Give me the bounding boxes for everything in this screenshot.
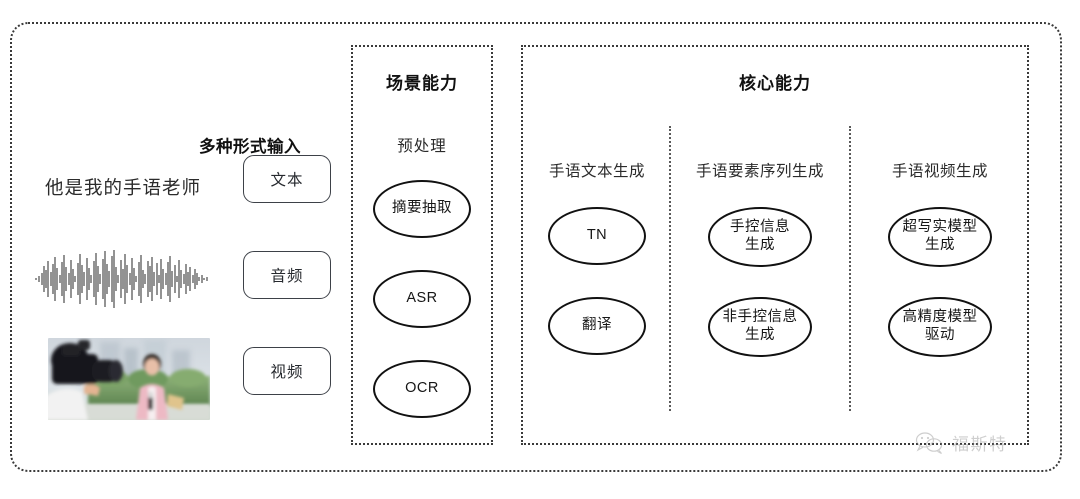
scene-capability-panel: 场景能力 预处理 摘要抽取 ASR OCR bbox=[351, 45, 493, 445]
node-tn-line1: TN bbox=[586, 227, 608, 244]
node-high-precision-model-driving[interactable]: 高精度模型 驱动 bbox=[888, 297, 992, 357]
core-column-divider-2 bbox=[849, 126, 851, 411]
watermark-text: 福斯特 bbox=[952, 435, 1008, 454]
input-section: 多种形式输入 他是我的手语老师 文本 bbox=[18, 30, 338, 460]
wechat-icon bbox=[915, 431, 943, 454]
node-tn[interactable]: TN bbox=[548, 207, 646, 265]
input-section-heading: 多种形式输入 bbox=[199, 138, 301, 156]
core-column-divider-1 bbox=[669, 126, 671, 411]
core-panel-title: 核心能力 bbox=[739, 74, 811, 93]
input-row-audio: 音频 bbox=[18, 244, 338, 344]
waveform-svg bbox=[35, 250, 208, 308]
input-row-video: 视频 bbox=[18, 338, 338, 440]
core-column-3-heading: 手语视频生成 bbox=[891, 163, 988, 180]
node-high-precision-line2: 驱动 bbox=[925, 327, 955, 343]
node-photorealistic-model-generation[interactable]: 超写实模型 生成 bbox=[888, 207, 992, 267]
input-button-text[interactable]: 文本 bbox=[243, 155, 331, 203]
node-summary-extraction[interactable]: 摘要抽取 bbox=[373, 180, 471, 238]
node-photorealistic-line2: 生成 bbox=[925, 237, 955, 253]
sample-text-sentence: 他是我的手语老师 bbox=[44, 177, 201, 198]
node-non-manual-signal-line1: 非手控信息 bbox=[722, 309, 798, 326]
core-column-sign-element-sequence-generation: 手语要素序列生成 手控信息 生成 非手控信息 生成 bbox=[671, 47, 849, 443]
node-manual-signal-line2: 生成 bbox=[745, 237, 775, 253]
core-capability-panel: 核心能力 手语文本生成 TN 翻译 手语要素序列生成 手控信息 生成 bbox=[521, 45, 1029, 445]
scene-subheading-preprocess: 预处理 bbox=[397, 138, 447, 155]
video-thumbnail bbox=[48, 338, 210, 420]
core-column-1-heading: 手语文本生成 bbox=[548, 163, 645, 180]
node-non-manual-signal-line2: 生成 bbox=[745, 327, 775, 343]
core-column-sign-video-generation: 手语视频生成 超写实模型 生成 高精度模型 驱动 bbox=[851, 47, 1029, 443]
node-asr[interactable]: ASR bbox=[373, 270, 471, 328]
node-ocr[interactable]: OCR bbox=[373, 360, 471, 418]
node-manual-signal-line1: 手控信息 bbox=[730, 219, 790, 236]
core-column-2-heading: 手语要素序列生成 bbox=[695, 163, 824, 180]
node-translation[interactable]: 翻译 bbox=[548, 297, 646, 355]
input-row-text: 他是我的手语老师 文本 bbox=[18, 148, 338, 248]
node-manual-signal-generation[interactable]: 手控信息 生成 bbox=[708, 207, 812, 267]
outer-frame bbox=[10, 22, 1062, 472]
watermark: 福斯特 bbox=[915, 430, 1008, 455]
input-button-video[interactable]: 视频 bbox=[243, 347, 331, 395]
node-translation-line1: 翻译 bbox=[582, 317, 612, 334]
node-high-precision-line1: 高精度模型 bbox=[902, 309, 978, 326]
node-non-manual-signal-generation[interactable]: 非手控信息 生成 bbox=[708, 297, 812, 357]
core-column-sign-text-generation: 手语文本生成 TN 翻译 bbox=[525, 47, 669, 443]
input-button-audio[interactable]: 音频 bbox=[243, 251, 331, 299]
video-thumbnail-svg bbox=[48, 338, 210, 420]
node-photorealistic-line1: 超写实模型 bbox=[902, 219, 978, 236]
audio-waveform-icon bbox=[34, 248, 212, 310]
scene-panel-title: 场景能力 bbox=[386, 74, 458, 93]
